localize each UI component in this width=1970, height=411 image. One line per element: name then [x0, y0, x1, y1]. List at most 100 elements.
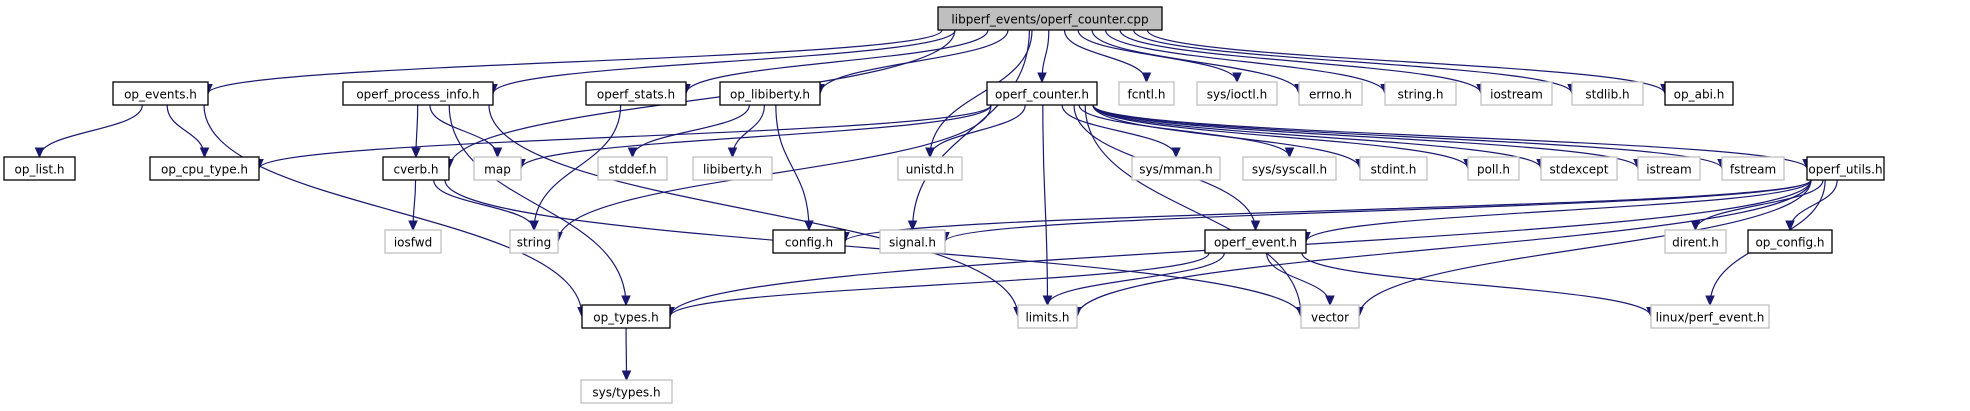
- edge-operf_counter-to-map: [520, 104, 992, 169]
- edge-cverb-to-string: [433, 179, 535, 231]
- arrowhead-icon: [492, 147, 503, 159]
- arrowhead-icon: [1141, 72, 1152, 84]
- node-libiberty: libiberty.h: [692, 156, 773, 181]
- edge-op_libiberty-to-stddef: [631, 104, 750, 158]
- node-unistd: unistd.h: [897, 156, 963, 181]
- node-config[interactable]: config.h: [772, 229, 846, 254]
- node-label: iosfwd: [394, 236, 432, 250]
- edge-root-to-op_libiberty: [819, 29, 1009, 94]
- node-box: [1664, 229, 1727, 254]
- node-label: op_types.h: [593, 311, 658, 325]
- node-label: fstream: [1730, 163, 1776, 177]
- node-box: [1571, 81, 1644, 106]
- edge-root-to-iostream: [1119, 29, 1482, 94]
- edge-op_events-to-op_cpu_type: [166, 104, 206, 158]
- edge-op_events-to-op_list: [38, 104, 143, 158]
- node-vector: vector: [1300, 304, 1360, 329]
- node-label: poll.h: [1477, 163, 1510, 177]
- node-op-cpu-type[interactable]: op_cpu_type.h: [149, 156, 260, 181]
- edge-root-to-op_events: [207, 29, 943, 95]
- node-op-types[interactable]: op_types.h: [581, 304, 671, 329]
- node-op-config[interactable]: op_config.h: [1747, 229, 1833, 254]
- arrowhead-icon: [621, 370, 632, 382]
- arrowhead-icon: [925, 147, 935, 159]
- edge-operf_event-to-linux_perf_event: [1301, 252, 1652, 317]
- edge-op_libiberty-to-config: [775, 104, 810, 231]
- edge-operf_utils-to-op_config: [1789, 179, 1838, 231]
- node-box: [149, 156, 260, 181]
- node-operf-counter[interactable]: operf_counter.h: [986, 81, 1098, 106]
- node-label: operf_stats.h: [597, 88, 675, 102]
- edge-operf_stats-to-string: [533, 104, 622, 231]
- edge-operf_counter-to-stdint: [1092, 104, 1361, 169]
- node-op-libiberty[interactable]: op_libiberty.h: [719, 81, 821, 106]
- arrowhead-icon: [34, 147, 45, 159]
- edge-operf_counter-to-sys_mman: [1061, 104, 1177, 158]
- node-box: [897, 156, 963, 181]
- node-box: [1118, 81, 1175, 106]
- node-errno: errno.h: [1298, 81, 1363, 106]
- node-label: stdint.h: [1371, 163, 1417, 177]
- node-stdint: stdint.h: [1359, 156, 1428, 181]
- edge-root-to-string_h: [1104, 29, 1386, 94]
- node-box: [1204, 229, 1307, 254]
- node-cverb[interactable]: cverb.h: [382, 156, 450, 181]
- node-poll: poll.h: [1467, 156, 1520, 181]
- node-sys-syscall: sys/syscall.h: [1242, 156, 1337, 181]
- edge-root-to-errno: [1091, 29, 1300, 94]
- node-box: [3, 156, 76, 181]
- node-box: [581, 304, 671, 329]
- node-operf-process-info[interactable]: operf_process_info.h: [342, 81, 494, 106]
- arrowhead-icon: [1325, 295, 1335, 307]
- node-label: sys/syscall.h: [1252, 163, 1327, 177]
- edge-operf_process_info-to-limits: [488, 104, 1019, 317]
- node-label: errno.h: [1309, 88, 1352, 102]
- node-op-list[interactable]: op_list.h: [3, 156, 76, 181]
- node-box: [879, 229, 946, 254]
- node-box: [692, 156, 773, 181]
- arrowhead-icon: [1232, 72, 1242, 84]
- node-sys-ioctl: sys/ioctl.h: [1196, 81, 1278, 106]
- edge-operf_process_info-to-op_types: [448, 104, 627, 306]
- arrowhead-icon: [1042, 295, 1053, 307]
- node-box: [382, 156, 450, 181]
- node-box: [580, 379, 673, 404]
- edge-operf_counter-to-poll: [1092, 104, 1469, 169]
- node-label: libperf_events/operf_counter.cpp: [951, 13, 1148, 27]
- node-label: sys/ioctl.h: [1207, 88, 1267, 102]
- node-box: [1637, 156, 1701, 181]
- edges-layer: [34, 29, 1838, 382]
- node-op-events[interactable]: op_events.h: [112, 81, 209, 106]
- node-sys-types: sys/types.h: [580, 379, 673, 404]
- node-op-abi[interactable]: op_abi.h: [1664, 81, 1734, 106]
- node-label: op_cpu_type.h: [161, 163, 248, 177]
- arrowhead-icon: [727, 147, 738, 159]
- node-label: linux/perf_event.h: [1656, 311, 1765, 325]
- node-box: [1298, 81, 1363, 106]
- arrowhead-icon: [1037, 72, 1047, 84]
- arrowhead-icon: [1690, 220, 1701, 232]
- node-limits: limits.h: [1017, 304, 1078, 329]
- node-box: [597, 156, 668, 181]
- node-label: operf_process_info.h: [356, 88, 479, 102]
- node-label: string.h: [1398, 88, 1444, 102]
- edge-operf_counter-to-unistd: [929, 104, 1026, 158]
- node-operf-stats[interactable]: operf_stats.h: [585, 81, 687, 106]
- edge-operf_utils-to-operf_event: [1305, 179, 1812, 242]
- edge-operf_event-to-op_types: [669, 252, 1210, 317]
- nodes-layer: libperf_events/operf_counter.cpp op_event…: [3, 6, 1885, 404]
- node-box: [1540, 156, 1618, 181]
- node-label: unistd.h: [906, 163, 955, 177]
- node-label: stddef.h: [608, 163, 656, 177]
- arrowhead-icon: [1785, 220, 1795, 232]
- node-root[interactable]: libperf_events/operf_counter.cpp: [937, 6, 1163, 31]
- node-label: dirent.h: [1672, 236, 1719, 250]
- node-label: sys/types.h: [592, 386, 660, 400]
- node-box: [1467, 156, 1520, 181]
- node-label: op_abi.h: [1674, 88, 1725, 102]
- node-operf-utils[interactable]: operf_utils.h: [1806, 156, 1885, 181]
- node-box: [1017, 304, 1078, 329]
- node-label: operf_utils.h: [1808, 163, 1882, 177]
- node-operf-event[interactable]: operf_event.h: [1204, 229, 1307, 254]
- arrowhead-icon: [411, 147, 421, 159]
